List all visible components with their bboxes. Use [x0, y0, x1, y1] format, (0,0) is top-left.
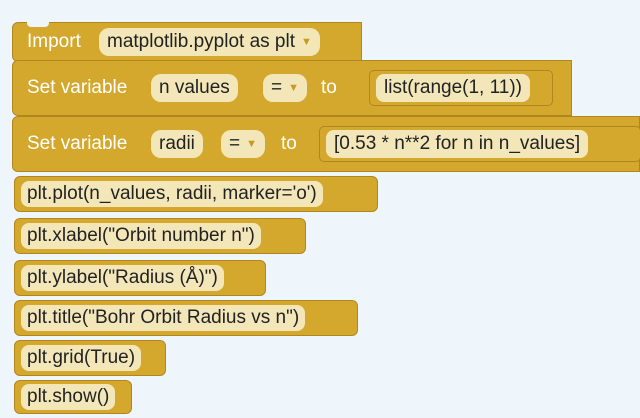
xlabel-block[interactable]: plt.xlabel("Orbit number n"): [14, 218, 306, 254]
import-module-dropdown[interactable]: matplotlib.pyplot as plt ▼: [99, 27, 320, 57]
show-block[interactable]: plt.show(): [14, 380, 132, 414]
caret-down-icon: ▼: [288, 81, 299, 94]
variable-name-field[interactable]: n values: [151, 74, 238, 102]
value-expression[interactable]: [0.53 * n**2 for n in n_values]: [326, 130, 589, 158]
show-code[interactable]: plt.show(): [21, 384, 116, 410]
variable-name: n values: [159, 77, 230, 98]
value-expression[interactable]: list(range(1, 11)): [376, 74, 530, 102]
title-block[interactable]: plt.title("Bohr Orbit Radius vs n"): [14, 300, 358, 336]
ylabel-block[interactable]: plt.ylabel("Radius (Å)"): [14, 260, 266, 296]
to-label: to: [321, 77, 337, 98]
operator-label: =: [271, 77, 283, 99]
plot-code[interactable]: plt.plot(n_values, radii, marker='o'): [21, 181, 323, 207]
set-variable-block-n-values[interactable]: Set variable n values =▼ to list(range(1…: [12, 60, 572, 116]
ylabel-code[interactable]: plt.ylabel("Radius (Å)"): [21, 265, 224, 291]
variable-name: radii: [159, 133, 195, 154]
import-module-label: matplotlib.pyplot as plt: [107, 31, 295, 53]
operator-label: =: [229, 133, 241, 155]
grid-code[interactable]: plt.grid(True): [21, 345, 142, 371]
xlabel-code[interactable]: plt.xlabel("Orbit number n"): [21, 223, 261, 249]
operator-dropdown[interactable]: =▼: [221, 129, 265, 159]
set-variable-label: Set variable: [27, 77, 128, 98]
variable-name-field[interactable]: radii: [151, 130, 203, 158]
title-code[interactable]: plt.title("Bohr Orbit Radius vs n"): [21, 305, 306, 331]
caret-down-icon: ▼: [246, 137, 257, 150]
set-variable-label: Set variable: [27, 133, 128, 154]
value-input-slot[interactable]: list(range(1, 11)): [369, 70, 553, 106]
value-input-slot[interactable]: [0.53 * n**2 for n in n_values]: [319, 126, 640, 162]
operator-dropdown[interactable]: =▼: [263, 73, 307, 103]
block-notch: [27, 22, 49, 27]
import-block[interactable]: Import matplotlib.pyplot as plt ▼: [12, 22, 362, 62]
to-label: to: [281, 133, 297, 154]
plot-block[interactable]: plt.plot(n_values, radii, marker='o'): [14, 176, 378, 212]
set-variable-block-radii[interactable]: Set variable radii =▼ to [0.53 * n**2 fo…: [12, 116, 640, 172]
grid-block[interactable]: plt.grid(True): [14, 340, 166, 376]
import-keyword: Import: [27, 31, 81, 52]
caret-down-icon: ▼: [301, 35, 312, 48]
